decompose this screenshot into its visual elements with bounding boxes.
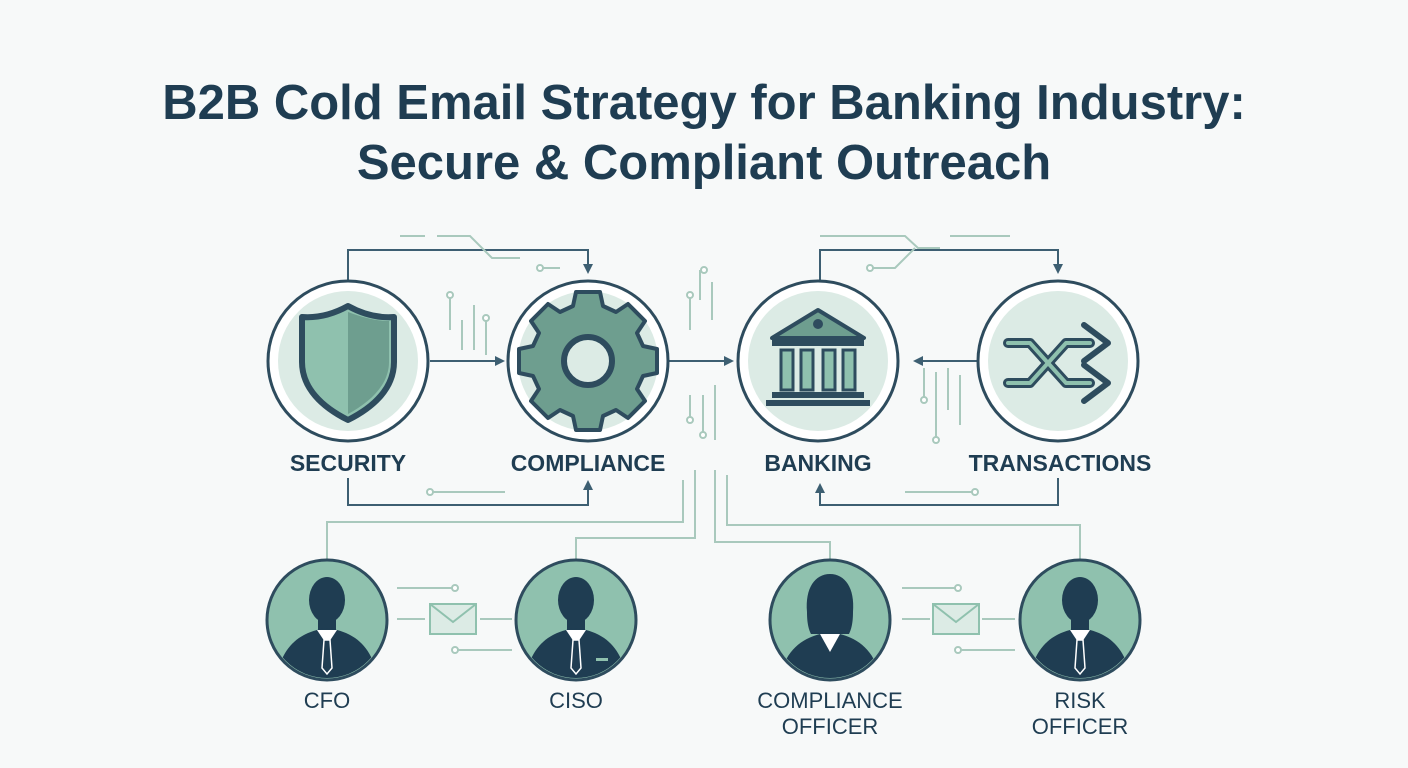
risk-officer-label-line1: RISK: [1054, 688, 1106, 713]
cfo-label-line1: CFO: [303, 688, 351, 713]
page-subtitle: Secure & Compliant Outreach: [356, 136, 1052, 190]
bank-icon: [766, 308, 870, 406]
circuit-nodes: [426, 264, 979, 654]
page-title: B2B Cold Email Strategy for Banking Indu…: [162, 76, 1246, 130]
security-label: SECURITY: [289, 450, 407, 476]
cfo-avatar: [265, 558, 389, 682]
circuit-lines: [326, 235, 1081, 651]
cfo-label: CFO: [267, 688, 387, 714]
compliance-officer-label-line1: COMPLIANCE: [757, 688, 903, 713]
envelope-icon: [429, 603, 477, 635]
transactions-node: [976, 279, 1140, 443]
shield-icon: [299, 303, 397, 423]
compliance-officer-label-line2: OFFICER: [781, 714, 879, 739]
compliance-officer-label: COMPLIANCE OFFICER: [740, 688, 920, 740]
banking-node: [736, 279, 900, 443]
compliance-node: [506, 279, 670, 443]
risk-officer-label-line2: OFFICER: [1031, 714, 1129, 739]
risk-officer-avatar: [1018, 558, 1142, 682]
ciso-label: CISO: [516, 688, 636, 714]
compliance-label: COMPLIANCE: [510, 450, 666, 476]
shuffle-icon: [1003, 322, 1111, 404]
transactions-label: TRANSACTIONS: [968, 450, 1152, 476]
security-node: [266, 279, 430, 443]
compliance-officer-avatar: [768, 558, 892, 682]
connector-lines: [347, 249, 1063, 506]
envelope-icon: [932, 603, 980, 635]
banking-label: BANKING: [764, 450, 872, 476]
gear-icon: [517, 290, 659, 432]
risk-officer-label: RISK OFFICER: [1010, 688, 1150, 740]
ciso-label-line1: CISO: [549, 688, 603, 713]
ciso-avatar: [514, 558, 638, 682]
